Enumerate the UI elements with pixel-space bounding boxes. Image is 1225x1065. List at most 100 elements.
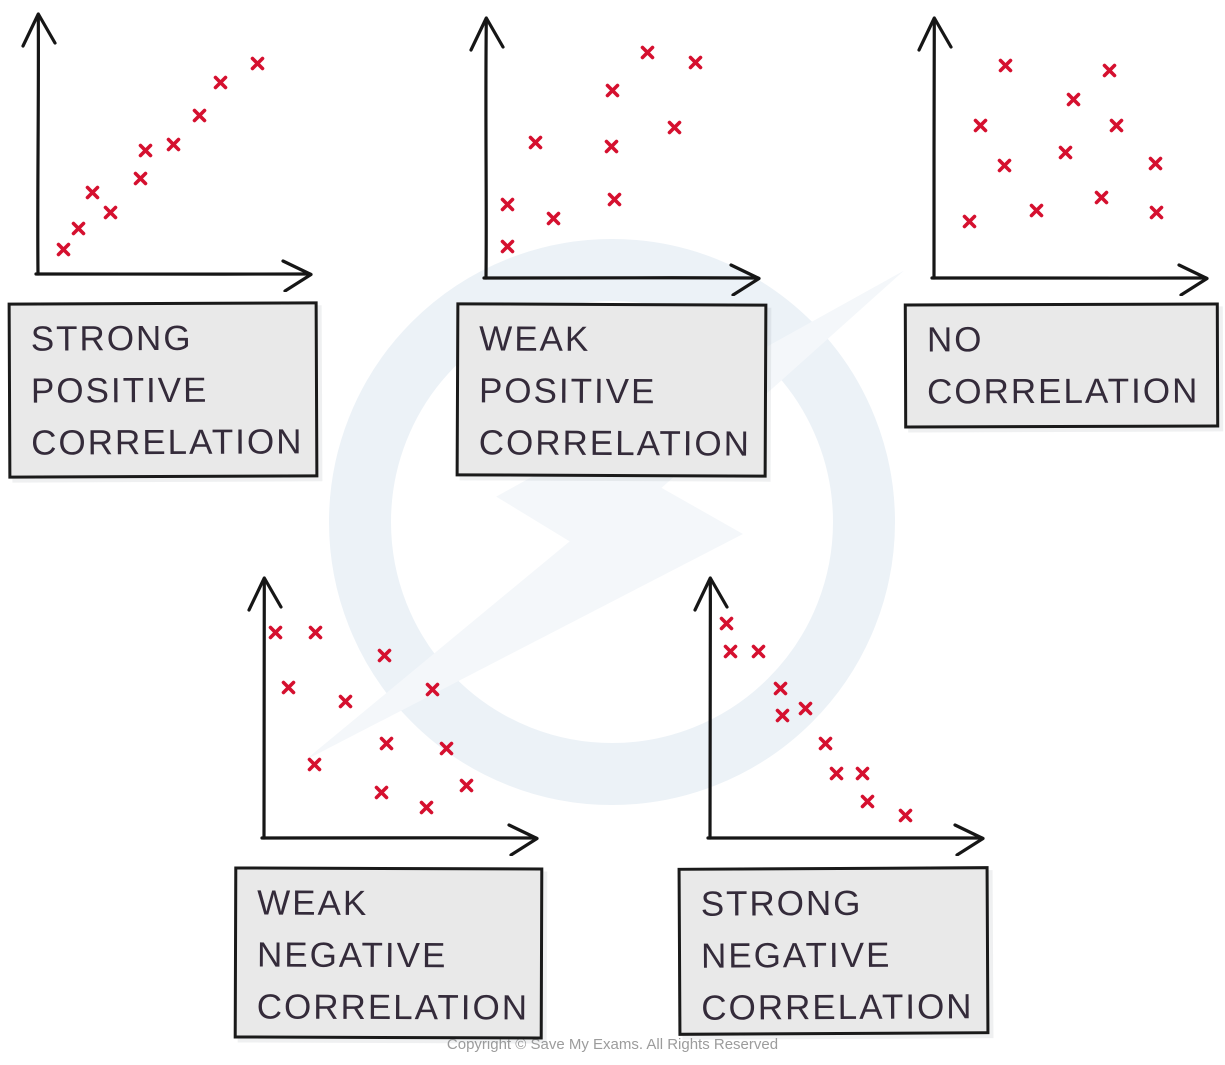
x-data-point-marker	[306, 756, 323, 773]
x-data-point-marker	[267, 624, 284, 641]
x-data-point-marker	[718, 615, 735, 632]
correlation-label-line: POSITIVE	[478, 371, 657, 412]
axes	[693, 576, 985, 856]
y-axis-arrowhead-icon	[693, 576, 729, 612]
x-data-point-marker	[132, 170, 149, 187]
markers-layer	[8, 0, 318, 292]
x-axis-arrowhead-icon	[281, 259, 313, 292]
x-data-point-marker	[639, 44, 656, 61]
x-data-point-marker	[165, 136, 182, 153]
y-axis-arrowhead-icon	[21, 12, 57, 48]
axes	[247, 576, 539, 856]
y-axis-arrowhead-icon	[917, 16, 953, 52]
x-data-point-marker	[1148, 204, 1165, 221]
scatter-plot-no-correlation	[904, 4, 1214, 296]
axes	[21, 12, 313, 292]
x-data-point-marker	[424, 681, 441, 698]
correlation-label-line: CORRELATION	[256, 987, 530, 1028]
correlation-label-line: CORRELATION	[478, 423, 752, 464]
correlation-label-line: STRONG	[30, 318, 193, 359]
x-data-point-marker	[545, 210, 562, 227]
correlation-label-line: CORRELATION	[927, 371, 1200, 412]
x-data-point-marker	[438, 740, 455, 757]
x-data-point-marker	[307, 624, 324, 641]
x-data-point-marker	[373, 784, 390, 801]
y-axis	[708, 578, 712, 840]
x-axis-arrowhead-icon	[1177, 263, 1209, 296]
x-data-point-marker	[1093, 189, 1110, 206]
x-data-point-marker	[191, 107, 208, 124]
x-data-point-marker	[687, 54, 704, 71]
copyright-text: Copyright © Save My Exams. All Rights Re…	[446, 1036, 779, 1053]
x-data-point-marker	[1065, 91, 1082, 108]
x-data-point-marker	[137, 142, 154, 159]
x-data-point-marker	[961, 213, 978, 230]
markers-layer	[234, 564, 544, 856]
correlation-label-line: NEGATIVE	[256, 935, 448, 976]
scatter-plot-strong-positive	[8, 0, 318, 292]
markers-layer	[680, 564, 990, 856]
scatter-plot-weak-positive	[456, 4, 766, 296]
x-data-point-marker	[606, 191, 623, 208]
x-data-point-marker	[280, 679, 297, 696]
x-data-point-marker	[1108, 117, 1125, 134]
x-data-point-marker	[666, 119, 683, 136]
x-data-point-marker	[418, 799, 435, 816]
x-data-point-marker	[378, 735, 395, 752]
label-box-no-correlation: NO CORRELATION	[903, 302, 1220, 429]
x-data-point-marker	[499, 196, 516, 213]
x-data-point-marker	[84, 184, 101, 201]
x-data-point-marker	[859, 793, 876, 810]
axes	[917, 16, 1209, 296]
correlation-label-line: STRONG	[700, 883, 863, 924]
correlation-label-line: CORRELATION	[31, 422, 304, 463]
scatter-plot-weak-negative	[234, 564, 544, 856]
label-box-strong-negative: STRONG NEGATIVE CORRELATION	[677, 866, 990, 1036]
x-data-point-marker	[1147, 155, 1164, 172]
x-data-point-marker	[55, 241, 72, 258]
x-data-point-marker	[722, 643, 739, 660]
correlation-label-line: NEGATIVE	[700, 935, 892, 976]
x-data-point-marker	[212, 74, 229, 91]
x-data-point-marker	[458, 777, 475, 794]
x-data-point-marker	[750, 643, 767, 660]
x-data-point-marker	[817, 735, 834, 752]
x-data-point-marker	[997, 57, 1014, 74]
axes	[469, 16, 761, 296]
y-axis	[36, 14, 40, 276]
x-data-point-marker	[996, 157, 1013, 174]
x-data-point-marker	[337, 693, 354, 710]
x-data-point-marker	[1028, 202, 1045, 219]
x-data-point-marker	[972, 117, 989, 134]
x-axis-arrowhead-icon	[507, 823, 539, 856]
x-data-point-marker	[828, 765, 845, 782]
y-axis-arrowhead-icon	[469, 16, 505, 52]
x-data-point-marker	[897, 807, 914, 824]
y-axis-arrowhead-icon	[247, 576, 283, 612]
x-axis-arrowhead-icon	[953, 823, 985, 856]
label-box-weak-negative: WEAK NEGATIVE CORRELATION	[233, 866, 544, 1040]
label-box-weak-positive: WEAK POSITIVE CORRELATION	[455, 302, 768, 478]
markers-layer	[904, 4, 1214, 296]
x-data-point-marker	[774, 707, 791, 724]
x-data-point-marker	[527, 134, 544, 151]
y-axis	[932, 18, 936, 280]
scatter-plot-strong-negative	[680, 564, 990, 856]
correlation-label-line: WEAK	[257, 883, 369, 923]
x-data-point-marker	[499, 238, 516, 255]
x-data-point-marker	[1057, 144, 1074, 161]
markers-layer	[456, 4, 766, 296]
correlation-label-line: NO	[926, 320, 984, 360]
correlation-label-line: CORRELATION	[701, 987, 974, 1028]
correlation-label-line: WEAK	[479, 319, 591, 359]
x-axis-arrowhead-icon	[729, 263, 761, 296]
watermark-ring	[329, 239, 895, 805]
x-data-point-marker	[249, 55, 266, 72]
x-data-point-marker	[1101, 62, 1118, 79]
x-data-point-marker	[70, 220, 87, 237]
x-data-point-marker	[772, 680, 789, 697]
x-data-point-marker	[102, 204, 119, 221]
x-data-point-marker	[604, 82, 621, 99]
x-data-point-marker	[797, 700, 814, 717]
